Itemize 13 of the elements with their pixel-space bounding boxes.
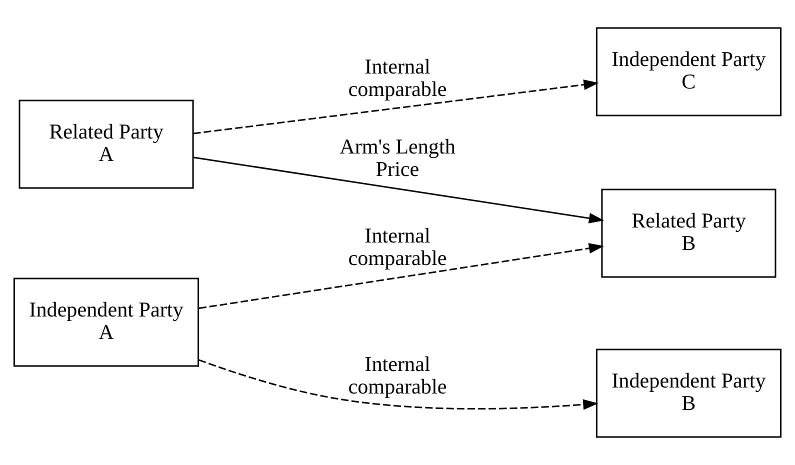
arrow — [198, 359, 598, 410]
node-box: Independent Party C — [596, 27, 782, 116]
edge-label: Internal comparable — [348, 224, 447, 270]
arrow — [198, 243, 604, 310]
node-box: Independent Party B — [596, 348, 782, 438]
node-box: Related Party B — [601, 188, 776, 278]
node-box: Independent Party A — [13, 278, 200, 367]
arrow — [193, 156, 604, 224]
arrow — [193, 79, 599, 134]
edge-label: Arm's Length Price — [340, 134, 456, 182]
node-box: Related Party A — [18, 100, 194, 189]
edge-label: Internal comparable — [348, 54, 447, 102]
edge-label: Internal comparable — [348, 352, 447, 399]
